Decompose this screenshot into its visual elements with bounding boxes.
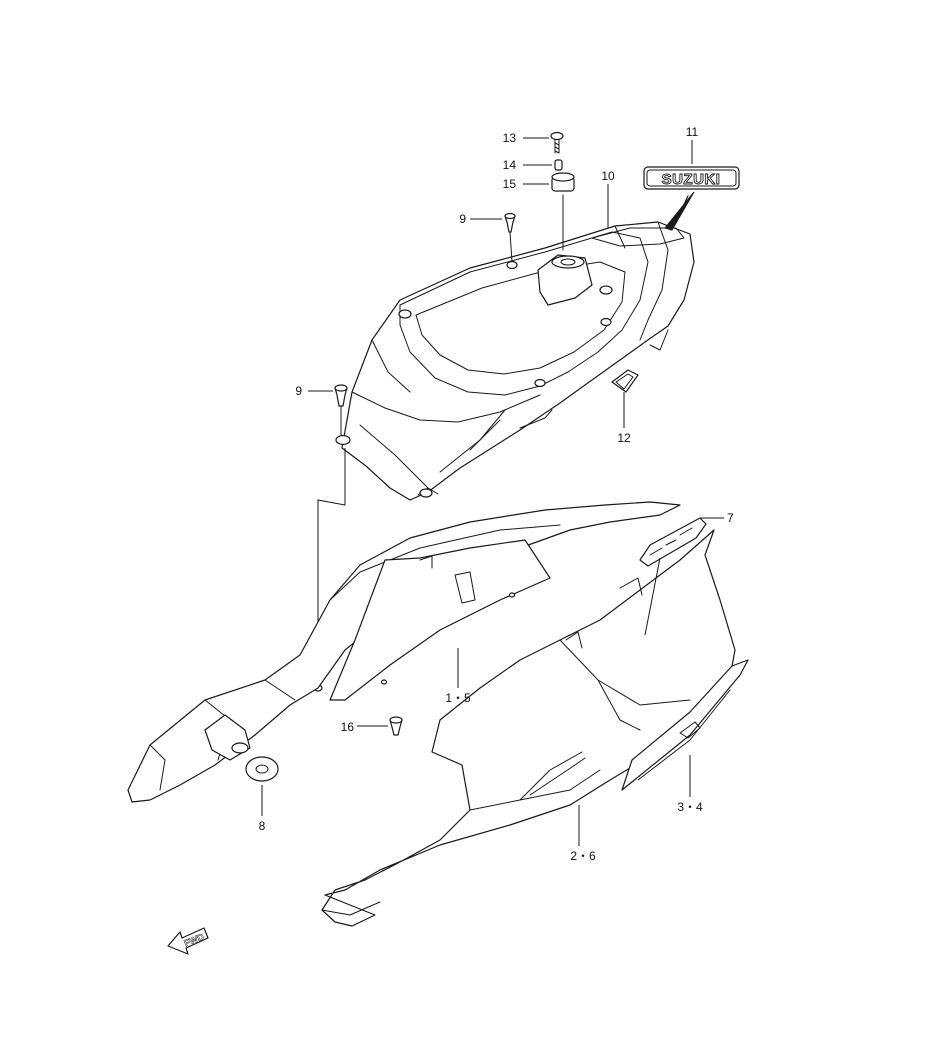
frame-cover-right bbox=[321, 529, 736, 927]
callout-10: 10 bbox=[601, 169, 615, 183]
callout-9-upper: 9 bbox=[459, 212, 466, 226]
cushion-8 bbox=[245, 756, 279, 782]
clip-16 bbox=[389, 716, 403, 736]
side-stripe-3-4 bbox=[621, 659, 749, 791]
callout-14: 14 bbox=[503, 158, 517, 172]
callout-7: 7 bbox=[727, 511, 734, 525]
callout-8: 8 bbox=[259, 819, 266, 833]
callout-1-5: 1・5 bbox=[445, 691, 471, 705]
callout-3-4: 3・4 bbox=[677, 800, 703, 814]
clip-9-upper-leader bbox=[509, 231, 513, 263]
clip-hole bbox=[335, 434, 351, 446]
callout-15: 15 bbox=[503, 177, 517, 191]
callout-labels: 13 14 15 9 9 10 11 12 7 1・5 16 8 2・6 3・4 bbox=[259, 125, 734, 863]
callout-9-lower: 9 bbox=[295, 384, 302, 398]
emblem-arrow-icon bbox=[664, 191, 695, 231]
collar-14 bbox=[554, 159, 563, 171]
seat-tail-cowling bbox=[341, 221, 695, 501]
assembly-guide-line bbox=[317, 448, 346, 688]
callout-13: 13 bbox=[503, 131, 517, 145]
side-emblem-7 bbox=[639, 517, 707, 567]
emblem-text: SUZUKI bbox=[662, 171, 721, 188]
suzuki-emblem: SUZUKI bbox=[643, 166, 740, 190]
forward-label: FWD bbox=[183, 931, 206, 948]
leader-lines bbox=[261, 137, 724, 846]
clip-9-upper bbox=[504, 212, 516, 233]
callout-12: 12 bbox=[617, 431, 631, 445]
callout-16: 16 bbox=[341, 720, 355, 734]
bolt-13 bbox=[550, 131, 564, 154]
reflector-12 bbox=[611, 369, 639, 393]
clip-9-lower bbox=[334, 384, 348, 407]
callout-11: 11 bbox=[686, 125, 699, 139]
grommet-15 bbox=[551, 172, 575, 192]
forward-direction-arrow-icon: FWD bbox=[167, 927, 209, 955]
inner-bracket-panel bbox=[329, 539, 551, 701]
damper-block bbox=[204, 714, 251, 761]
callout-2-6: 2・6 bbox=[570, 849, 596, 863]
